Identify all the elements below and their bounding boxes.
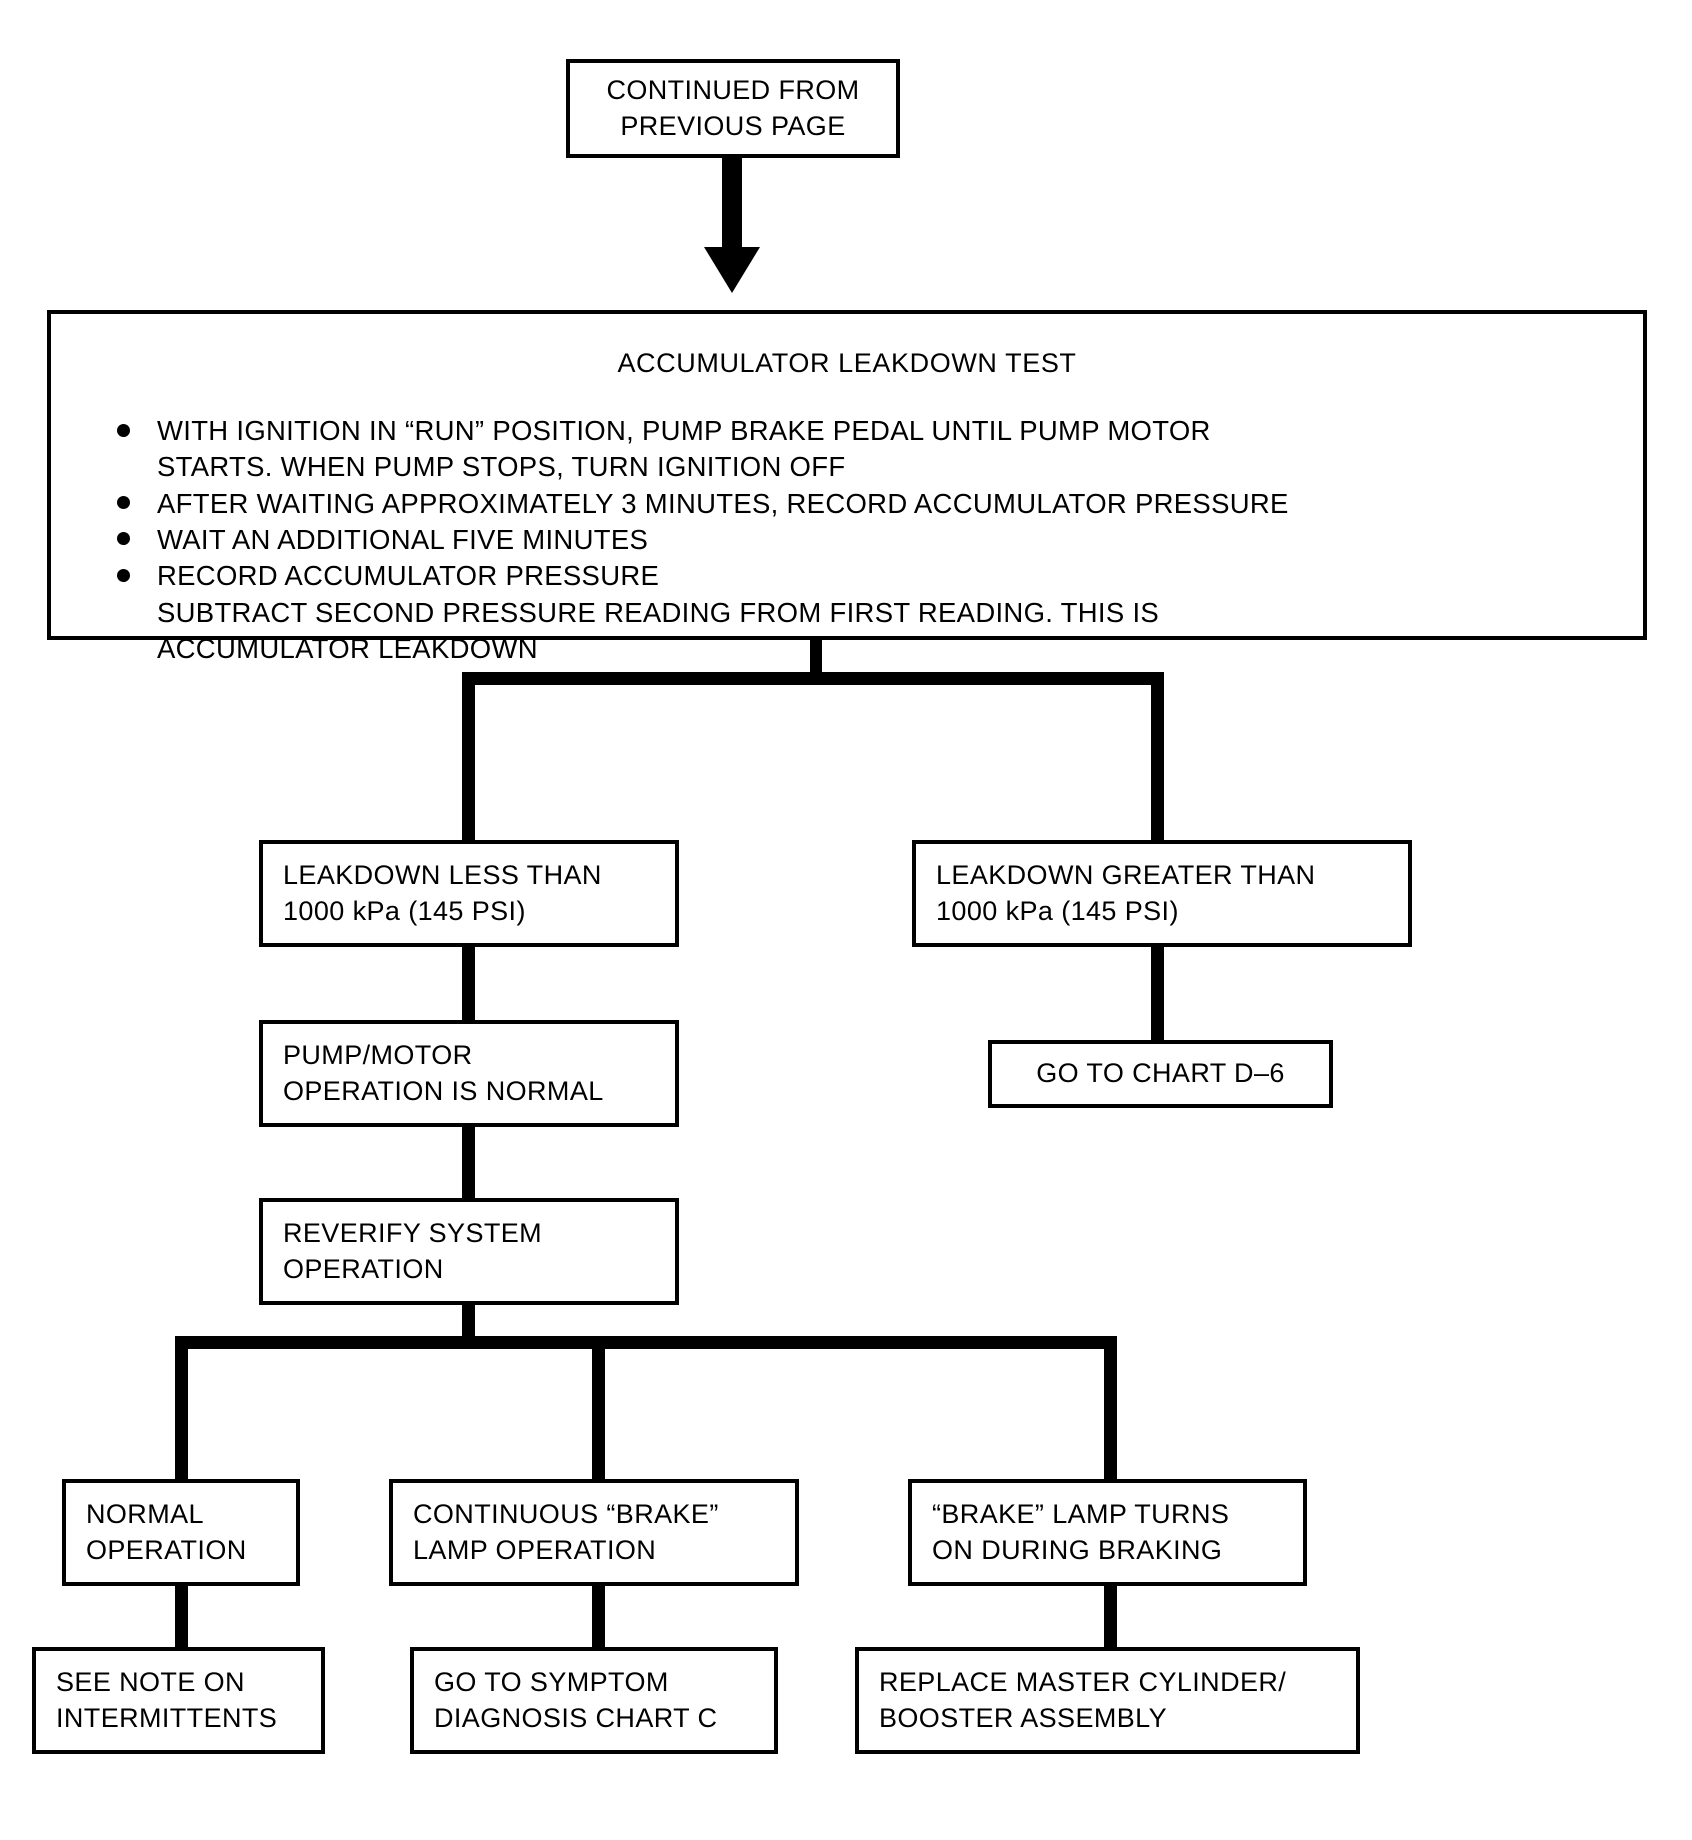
node-continued-from-previous-page: CONTINUED FROM PREVIOUS PAGE (566, 59, 900, 158)
accumulator-test-bullet-list: WITH IGNITION IN “RUN” POSITION, PUMP BR… (79, 413, 1289, 667)
node-line: LAMP OPERATION (413, 1534, 657, 1565)
node-line: 1000 kPa (145 PSI) (936, 895, 1179, 926)
node-line: REPLACE MASTER CYLINDER/ (879, 1667, 1287, 1698)
node-leakdown-less-than: LEAKDOWN LESS THAN 1000 kPa (145 PSI) (259, 840, 679, 947)
node-line: DIAGNOSIS CHART C (434, 1702, 718, 1733)
node-replace-master-cylinder-booster-assembly: REPLACE MASTER CYLINDER/ BOOSTER ASSEMBL… (855, 1647, 1360, 1754)
node-line: 1000 kPa (145 PSI) (283, 895, 526, 926)
node-go-to-symptom-diagnosis-chart-c: GO TO SYMPTOM DIAGNOSIS CHART C (410, 1647, 778, 1754)
bullet-line: STARTS. WHEN PUMP STOPS, TURN IGNITION O… (157, 451, 846, 483)
connector-to-leakdown-greater (1151, 672, 1164, 842)
connector-accumulator-split-bus (462, 672, 1164, 685)
connector-to-brake-lamp-braking (1104, 1336, 1117, 1481)
node-line: OPERATION IS NORMAL (283, 1075, 604, 1106)
bullet-dot-icon (117, 532, 130, 546)
node-go-to-chart-d6: GO TO CHART D–6 (988, 1040, 1333, 1108)
connector-leakdown-greater-to-chart-d6 (1151, 947, 1164, 1043)
node-line: CONTINUED FROM (606, 75, 860, 106)
bullet-line: SUBTRACT SECOND PRESSURE READING FROM FI… (157, 596, 1160, 628)
node-line: PUMP/MOTOR (283, 1040, 473, 1071)
node-line: “BRAKE” LAMP TURNS (932, 1499, 1230, 1530)
list-item: RECORD ACCUMULATOR PRESSURE SUBTRACT SEC… (117, 558, 1289, 667)
bullet-line: WITH IGNITION IN “RUN” POSITION, PUMP BR… (157, 415, 1211, 447)
list-item: WAIT AN ADDITIONAL FIVE MINUTES (117, 522, 1289, 558)
accumulator-test-title: ACCUMULATOR LEAKDOWN TEST (617, 348, 1077, 378)
node-normal-operation: NORMAL OPERATION (62, 1479, 300, 1586)
bullet-line: WAIT AN ADDITIONAL FIVE MINUTES (157, 523, 649, 555)
connector-reverify-stem (462, 1305, 475, 1343)
node-line: OPERATION (283, 1253, 444, 1284)
node-line: INTERMITTENTS (56, 1702, 278, 1733)
node-line: OPERATION (86, 1534, 247, 1565)
bullet-dot-icon (117, 423, 130, 437)
bullet-line: AFTER WAITING APPROXIMATELY 3 MINUTES, R… (157, 487, 1289, 519)
node-line: GO TO SYMPTOM (434, 1667, 669, 1698)
connector-leakdown-less-to-pump-motor (462, 947, 475, 1023)
connector-to-normal-operation (175, 1336, 188, 1481)
connector-pump-motor-to-reverify (462, 1127, 475, 1201)
bullet-dot-icon (117, 568, 130, 582)
bullet-line: RECORD ACCUMULATOR PRESSURE (157, 560, 660, 592)
connector-continued-to-accumulator (722, 158, 742, 258)
node-reverify-system-operation: REVERIFY SYSTEM OPERATION (259, 1198, 679, 1305)
node-brake-lamp-turns-on-during-braking: “BRAKE” LAMP TURNS ON DURING BRAKING (908, 1479, 1307, 1586)
node-see-note-on-intermittents: SEE NOTE ON INTERMITTENTS (32, 1647, 325, 1754)
list-item: WITH IGNITION IN “RUN” POSITION, PUMP BR… (117, 413, 1289, 486)
connector-to-leakdown-less (462, 672, 475, 842)
node-continuous-brake-lamp-operation: CONTINUOUS “BRAKE” LAMP OPERATION (389, 1479, 799, 1586)
node-leakdown-greater-than: LEAKDOWN GREATER THAN 1000 kPa (145 PSI) (912, 840, 1412, 947)
connector-accumulator-stem (810, 640, 822, 681)
node-line: GO TO CHART D–6 (1036, 1058, 1285, 1089)
node-line: PREVIOUS PAGE (620, 110, 846, 141)
node-pump-motor-operation-normal: PUMP/MOTOR OPERATION IS NORMAL (259, 1020, 679, 1127)
arrow-head-icon (704, 247, 760, 293)
node-line: SEE NOTE ON (56, 1667, 245, 1698)
bullet-dot-icon (117, 496, 130, 510)
node-line: LEAKDOWN GREATER THAN (936, 860, 1316, 891)
node-line: LEAKDOWN LESS THAN (283, 860, 602, 891)
node-line: NORMAL (86, 1499, 204, 1530)
node-line: CONTINUOUS “BRAKE” (413, 1499, 719, 1530)
node-accumulator-leakdown-test: ACCUMULATOR LEAKDOWN TEST WITH IGNITION … (47, 310, 1647, 664)
connector-brake-lamp-to-replace-master-cylinder (1104, 1586, 1117, 1650)
node-line: ON DURING BRAKING (932, 1534, 1223, 1565)
list-item: AFTER WAITING APPROXIMATELY 3 MINUTES, R… (117, 486, 1289, 522)
connector-to-continuous-brake-lamp (592, 1336, 605, 1481)
bullet-line: ACCUMULATOR LEAKDOWN (157, 632, 538, 664)
node-line: BOOSTER ASSEMBLY (879, 1702, 1167, 1733)
connector-normal-operation-to-see-note (175, 1586, 188, 1650)
connector-reverify-split-bus (175, 1336, 1117, 1349)
connector-continuous-brake-lamp-to-symptom-chart (592, 1586, 605, 1650)
node-line: REVERIFY SYSTEM (283, 1218, 543, 1249)
